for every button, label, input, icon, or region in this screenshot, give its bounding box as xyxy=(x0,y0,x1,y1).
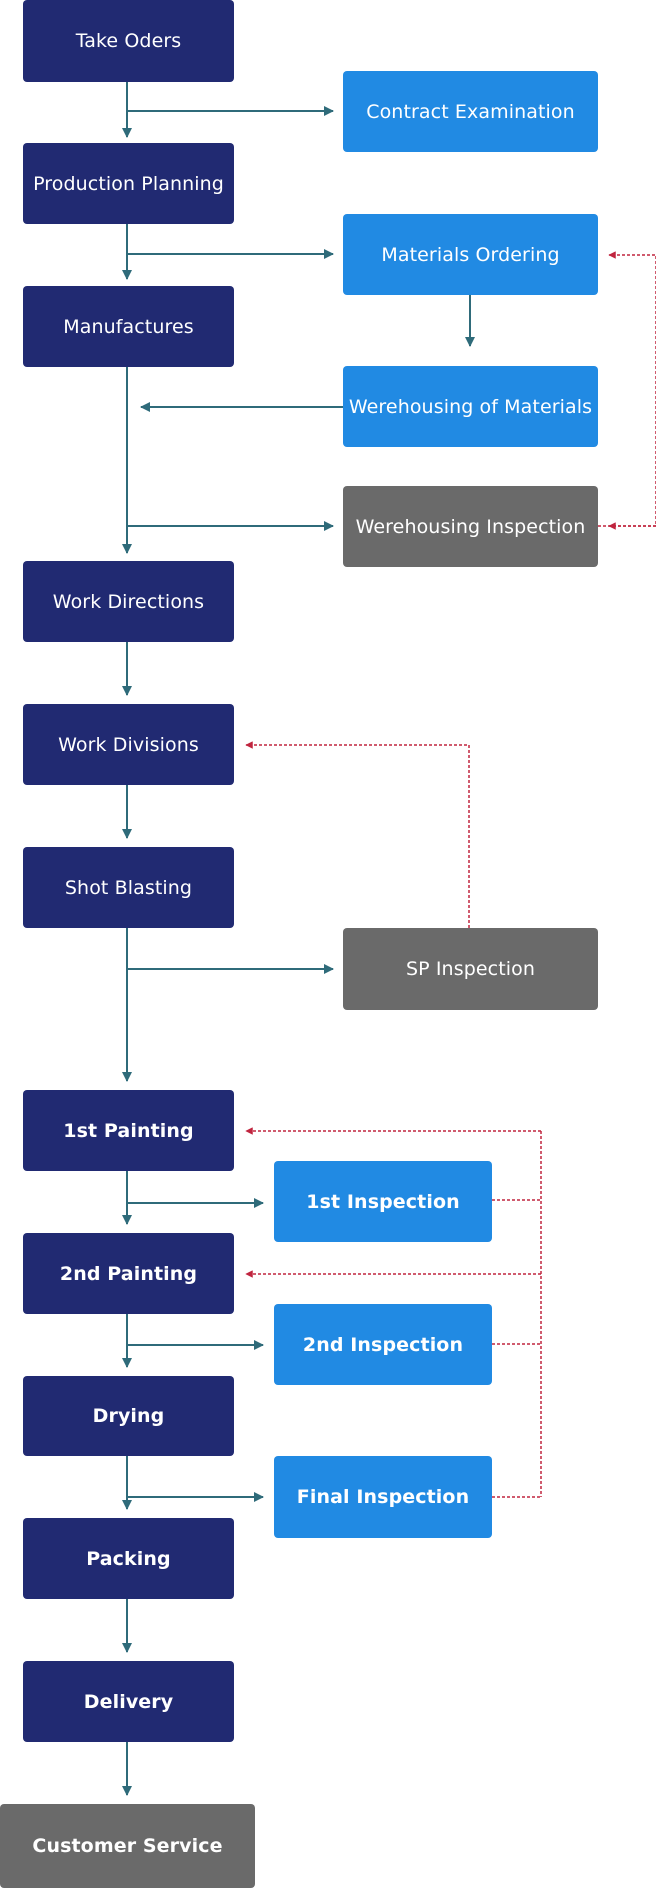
feedback-lines xyxy=(245,251,656,1498)
step-second-painting: 2nd Painting xyxy=(23,1233,234,1314)
feedback-sp-to-divisions xyxy=(245,741,470,928)
step-label: Production Planning xyxy=(33,172,224,195)
step-label: Delivery xyxy=(83,1690,174,1713)
step-label: Final Inspection xyxy=(296,1486,470,1508)
step-label: Work Directions xyxy=(52,590,205,613)
step-second-inspection: 2nd Inspection xyxy=(274,1304,492,1385)
step-label: Shot Blasting xyxy=(64,876,193,899)
step-warehousing-inspection: Werehousing Inspection xyxy=(343,486,598,567)
step-label: Werehousing of Materials xyxy=(348,395,593,418)
step-label: Customer Service xyxy=(32,1835,223,1857)
step-delivery: Delivery xyxy=(23,1661,234,1742)
step-materials-ordering: Materials Ordering xyxy=(343,214,598,295)
step-production-planning: Production Planning xyxy=(23,143,234,224)
step-contract-examination: Contract Examination xyxy=(343,71,598,152)
step-label: Drying xyxy=(92,1405,165,1427)
step-label: 1st Inspection xyxy=(306,1190,460,1213)
step-customer-service: Customer Service xyxy=(0,1804,255,1888)
step-label: 2nd Painting xyxy=(59,1262,198,1285)
step-label: Materials Ordering xyxy=(381,243,560,266)
main-flow-lines xyxy=(122,82,475,1796)
step-label: Contract Examination xyxy=(366,100,575,123)
feedback-inspection-to-ordering xyxy=(598,251,656,527)
step-label: Packing xyxy=(86,1547,171,1570)
step-label: Take Oders xyxy=(75,30,182,52)
step-warehousing-of-materials: Werehousing of Materials xyxy=(343,366,598,447)
step-shot-blasting: Shot Blasting xyxy=(23,847,234,928)
step-packing: Packing xyxy=(23,1518,234,1599)
step-drying: Drying xyxy=(23,1376,234,1456)
step-first-painting: 1st Painting xyxy=(23,1090,234,1171)
step-first-inspection: 1st Inspection xyxy=(274,1161,492,1242)
step-label: 2nd Inspection xyxy=(302,1333,464,1356)
step-label: 1st Painting xyxy=(63,1119,194,1142)
step-manufactures: Manufactures xyxy=(23,286,234,367)
step-label: Manufactures xyxy=(63,315,194,338)
step-work-directions: Work Directions xyxy=(23,561,234,642)
step-label: SP Inspection xyxy=(406,958,535,980)
step-sp-inspection: SP Inspection xyxy=(343,928,598,1010)
step-label: Werehousing Inspection xyxy=(355,515,586,538)
step-label: Work Divisions xyxy=(58,733,199,756)
step-take-orders: Take Oders xyxy=(23,0,234,82)
step-work-divisions: Work Divisions xyxy=(23,704,234,785)
step-final-inspection: Final Inspection xyxy=(274,1456,492,1538)
